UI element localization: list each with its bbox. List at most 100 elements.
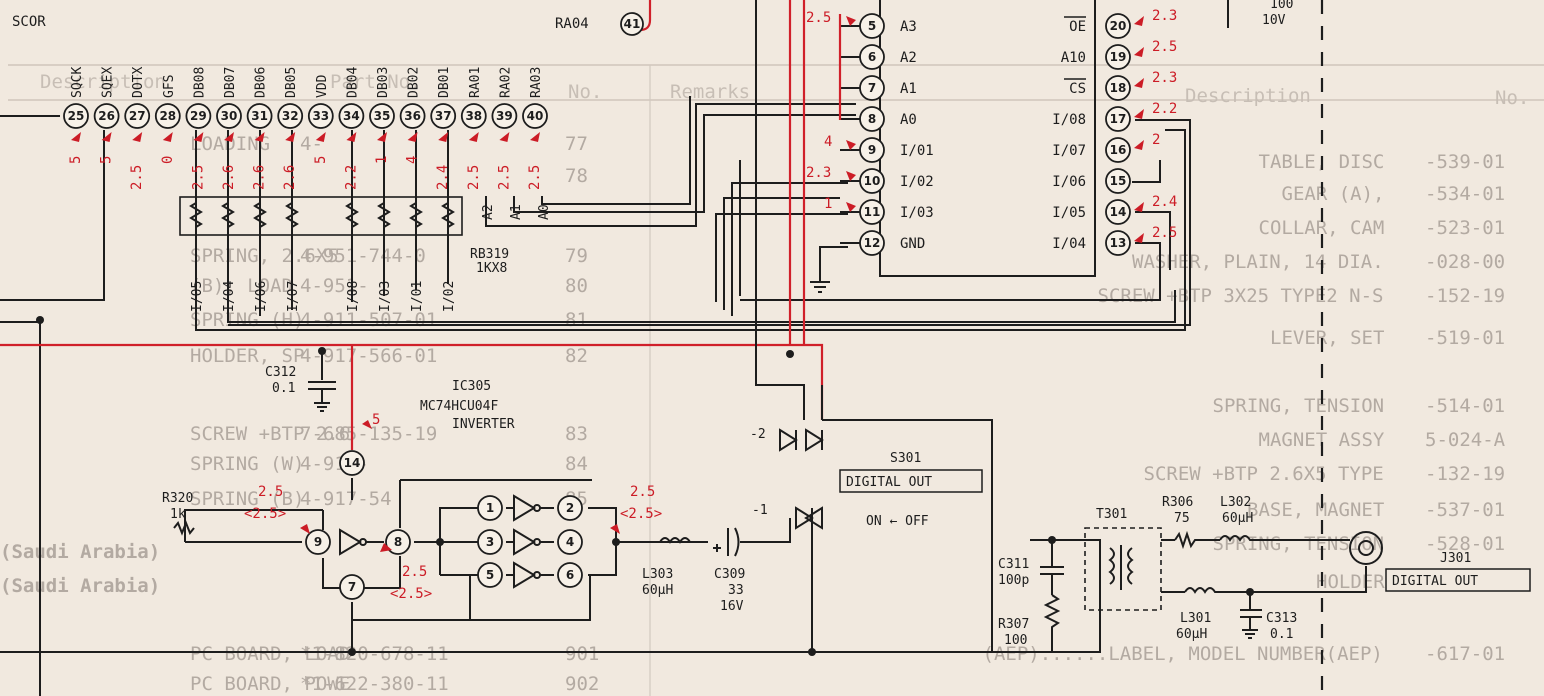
ic305-pin-number: 5	[486, 568, 494, 582]
bg-header-no-right: No.	[1495, 87, 1529, 109]
pin8-voltage-alt: <2.5>	[390, 586, 432, 602]
bg-row-no: 82	[565, 345, 588, 367]
top-pin-row: 25SQCK526SQEX527DOTX2.528GFS029DB082.530…	[63, 67, 548, 190]
ic305-pin-7	[339, 574, 365, 600]
top-pin-label: VDD	[315, 74, 330, 98]
top-pin-number: 34	[343, 109, 360, 123]
mem-pin-number: 5	[868, 19, 876, 33]
top-pin-25	[63, 103, 89, 129]
bg-row-no: 79	[565, 245, 588, 267]
top-pin-number: 26	[98, 109, 115, 123]
top-pin-label: RA02	[498, 67, 513, 98]
mem-pin-number: 16	[1110, 143, 1127, 157]
rb-io-label: I/06	[254, 281, 269, 312]
bg-right-desc: COLLAR, CAM	[1259, 217, 1385, 239]
mem-pin-number: 20	[1110, 19, 1127, 33]
top-pin-28	[154, 103, 181, 129]
mem-pin-number: 12	[864, 236, 881, 250]
mem-pin-voltage: 2.5	[1152, 39, 1177, 55]
rb-io-label: I/08	[346, 281, 361, 312]
mem-pin-number: 18	[1110, 81, 1127, 95]
mem-pin-voltage: 2.2	[1152, 101, 1177, 117]
bg-right-part: -028-00	[1425, 251, 1505, 273]
mem-pin-label: A2	[900, 50, 917, 66]
bg-right-part: -152-19	[1425, 285, 1505, 307]
top-pin-label: DB04	[345, 67, 360, 98]
mem-pin-label: I/02	[900, 174, 934, 190]
c312-name: C312	[265, 365, 296, 380]
mem-pin-voltage: 2.3	[806, 165, 831, 181]
top-pin-voltage: 2.2	[343, 165, 359, 190]
top-pin-label: DB06	[254, 67, 269, 98]
black-wiring	[0, 0, 1383, 696]
ic305-pin-1	[477, 495, 503, 521]
ra04-label: RA04	[555, 16, 589, 32]
mem-pin-number: 9	[868, 143, 876, 157]
mem-pin-19	[1105, 44, 1131, 70]
diode-label-1: -1	[752, 503, 768, 518]
top-pin-34	[338, 103, 365, 129]
rb-io-label: I/05	[190, 281, 205, 312]
top-pin-label: RA03	[529, 67, 544, 98]
ic305-name: IC305	[452, 379, 491, 394]
c309-voltage: 16V	[720, 599, 744, 614]
top-pin-37	[430, 103, 457, 129]
addr-a0: A0	[537, 204, 552, 220]
r320-value: 1k	[170, 507, 186, 522]
addr-a2: A2	[481, 204, 496, 220]
r307-value: 100	[1004, 633, 1027, 648]
svg-text:14: 14	[344, 456, 361, 470]
ic305-pin-number: 9	[314, 535, 322, 549]
c313-name: C313	[1266, 611, 1297, 626]
rb319-value: 1KX8	[476, 261, 507, 276]
top-pin-voltage: 2.5	[466, 165, 482, 190]
top-pin-27	[124, 103, 151, 129]
bg-row-desc: PC BOARD, POWE	[190, 673, 350, 695]
bg-right-part: -132-19	[1425, 463, 1505, 485]
bg-right-part: -534-01	[1425, 183, 1505, 205]
mem-pin-number: 8	[868, 112, 876, 126]
bg-header-no: No.	[568, 81, 602, 103]
top-pin-number: 30	[221, 109, 238, 123]
mem-pin-20	[1105, 13, 1131, 39]
top-pin-voltage: 5	[68, 156, 84, 164]
j301-name: J301	[1440, 551, 1471, 566]
bg-row-part: *1-820-678-11	[300, 643, 449, 665]
ic305-pin-3	[477, 529, 503, 555]
addr-a1: A1	[509, 204, 524, 220]
mem-pin-voltage: 2.3	[1152, 70, 1177, 86]
ic305-pin-9	[305, 529, 331, 555]
ic305-pin-number: 3	[486, 535, 494, 549]
top-pin-voltage: 2.5	[190, 165, 206, 190]
mem-pin-label: I/06	[1052, 174, 1086, 190]
mem-pin-label: I/05	[1052, 205, 1086, 221]
top-pin-voltage: 2.5	[129, 165, 145, 190]
bg-row-no: 902	[565, 673, 599, 695]
mem-pin-16	[1105, 137, 1131, 163]
pin9-voltage: 2.5	[258, 484, 283, 500]
mem-pin-13	[1105, 230, 1131, 256]
top-pin-36	[399, 103, 426, 129]
l303-name: L303	[642, 567, 673, 582]
out-voltage-alt: <2.5>	[620, 506, 662, 522]
l301-name: L301	[1180, 611, 1211, 626]
top-pin-voltage: 5	[99, 156, 115, 164]
mem-pin-number: 7	[868, 81, 876, 95]
top-pin-voltage: 4	[405, 156, 421, 164]
rb-io-label: I/03	[378, 281, 393, 312]
top-pin-voltage: 2.6	[252, 165, 268, 190]
ic305-desc: INVERTER	[452, 417, 515, 432]
top-pin-33	[307, 103, 334, 129]
top-pin-voltage: 2.5	[527, 165, 543, 190]
top-pin-label: RA01	[468, 67, 483, 98]
top-pin-label: DB01	[437, 67, 452, 98]
bg-header-description-right: Description	[1185, 85, 1311, 107]
c309-value: 33	[728, 583, 744, 598]
top-pin-number: 40	[527, 109, 544, 123]
top-pin-label: DB07	[223, 67, 238, 98]
rb-io-label: I/07	[286, 281, 301, 312]
out-voltage: 2.5	[630, 484, 655, 500]
